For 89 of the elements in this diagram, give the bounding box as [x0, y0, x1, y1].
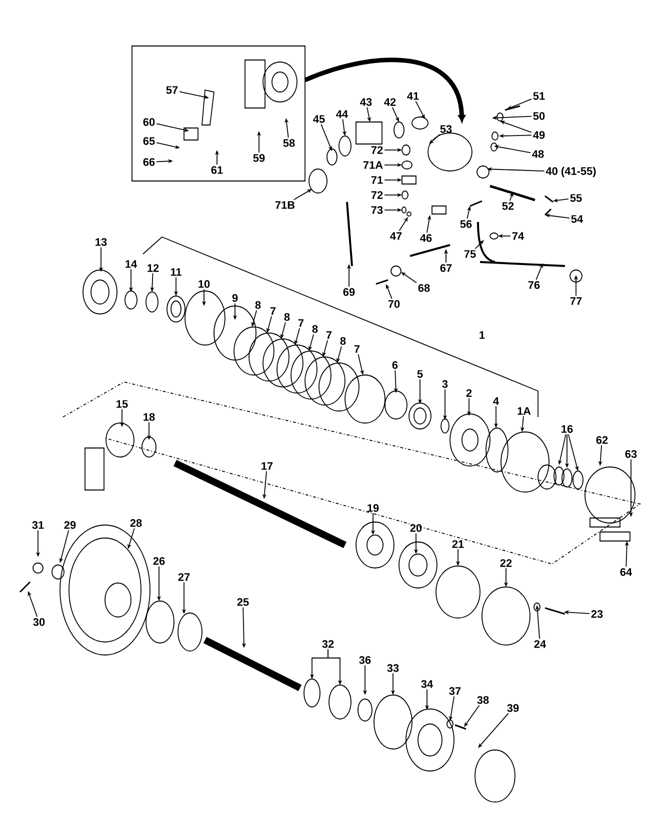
callout-number: 50: [533, 112, 545, 120]
callout-number: 72: [371, 146, 383, 154]
callout-number: 41: [407, 92, 419, 100]
callout-number: 74: [512, 232, 524, 240]
callout-number: 8: [255, 301, 261, 309]
callout-number: 48: [532, 150, 544, 158]
callout-number: 77: [570, 297, 582, 305]
callout-number: 10: [198, 280, 210, 288]
callout-number: 26: [153, 557, 165, 565]
callout-number: 27: [178, 573, 190, 581]
callout-number: 62: [596, 436, 608, 444]
callout-number: 40 (41-55): [546, 166, 596, 178]
callout-number: 7: [326, 331, 332, 339]
callout-number: 76: [528, 281, 540, 289]
callout-number: 17: [262, 462, 273, 470]
callout-number: 21: [452, 540, 464, 548]
callout-number: 72: [371, 191, 383, 199]
callout-number: 54: [571, 215, 584, 223]
callout-number: 70: [388, 300, 400, 308]
leader-line: [478, 712, 509, 748]
callout-number: 25: [237, 598, 249, 606]
callout-number: 75: [464, 250, 476, 258]
callout-number: 61: [211, 166, 223, 174]
callout-number: 7: [270, 307, 276, 315]
callout-number: 47: [390, 232, 402, 240]
callout-number: 34: [421, 680, 434, 688]
callout-number: 9: [232, 294, 238, 302]
callout-number: 67: [440, 264, 452, 272]
callout-number: 31: [32, 521, 44, 529]
callout-number: 13: [96, 238, 107, 246]
callout-number: 39: [507, 704, 519, 712]
callout-number: 18: [144, 413, 155, 421]
callout-number: 52: [502, 202, 514, 210]
callout-number: 22: [500, 559, 512, 567]
callout-number: 71A: [363, 161, 383, 169]
callout-number: 2: [466, 389, 472, 397]
callout-number: 7: [298, 319, 304, 327]
callout-number: 55: [570, 194, 582, 202]
callout-number: 65: [143, 137, 155, 145]
callout-number: 28: [130, 519, 142, 527]
callout-number: 44: [336, 110, 348, 118]
callout-number: 45: [313, 115, 325, 123]
callout-number: 49: [533, 131, 545, 139]
callout-number: 8: [340, 337, 346, 345]
callout-number: 46: [420, 234, 432, 242]
callout-number: 59: [253, 154, 265, 162]
callout-number: 43: [360, 98, 372, 106]
callout-number: 60: [143, 118, 155, 126]
callout-number: 69: [343, 288, 355, 296]
callout-number: 4: [493, 397, 499, 405]
callout-number: 51: [533, 92, 545, 100]
callout-number: 11: [170, 268, 182, 276]
callout-number: 53: [440, 125, 452, 133]
callout-number: 73: [371, 206, 383, 214]
callout-number: 33: [387, 664, 399, 672]
callout-number: 14: [126, 260, 138, 268]
callout-number: 1A: [518, 407, 531, 415]
callout-number: 71B: [275, 201, 295, 209]
callout-number: 19: [368, 504, 379, 512]
callout-number: 32: [322, 640, 334, 648]
callout-number: 68: [418, 284, 430, 292]
leader-line: [429, 134, 440, 144]
callout-number: 29: [64, 521, 76, 529]
callout-number: 36: [359, 656, 371, 664]
callout-number: 12: [148, 264, 159, 272]
callout-number: 64: [620, 568, 632, 576]
callout-number: 56: [460, 220, 472, 228]
callout-number: 5: [417, 370, 423, 378]
callout-number: 24: [534, 640, 546, 648]
callout-number: 57: [166, 86, 178, 94]
callout-number: 16: [562, 425, 573, 433]
callout-number: 8: [312, 325, 318, 333]
callout-number: 15: [116, 400, 128, 408]
callout-number: 66: [143, 158, 155, 166]
callout-number: 7: [354, 345, 360, 353]
callout-number: 6: [392, 361, 398, 369]
leader-line: [474, 240, 484, 250]
callout-number: 20: [410, 524, 422, 532]
callout-number: 42: [384, 98, 396, 106]
callout-number: 1: [478, 330, 486, 340]
callout-number: 8: [284, 313, 290, 321]
callout-number: 38: [477, 696, 489, 704]
callout-number: 30: [33, 618, 45, 626]
callout-number: 3: [442, 380, 448, 388]
callout-number: 71: [371, 176, 383, 184]
callout-number: 58: [283, 139, 295, 147]
callout-number: 37: [449, 687, 461, 695]
callout-number: 63: [625, 450, 637, 458]
callout-number: 23: [591, 610, 603, 618]
